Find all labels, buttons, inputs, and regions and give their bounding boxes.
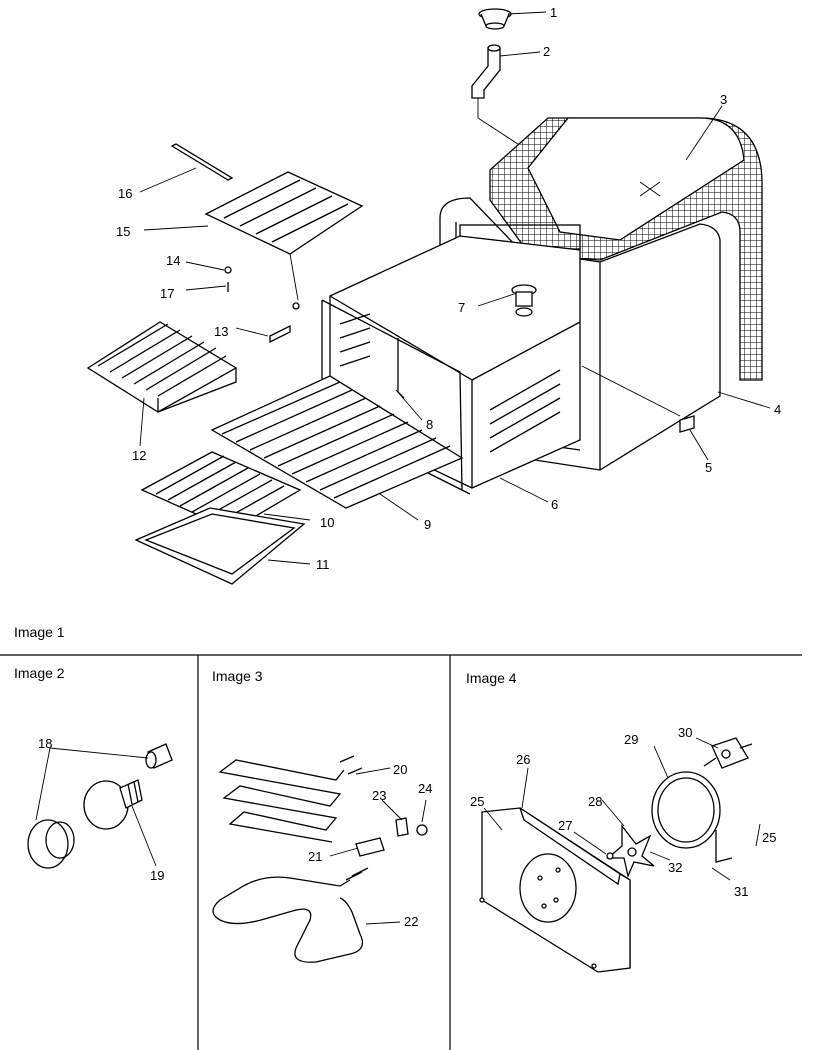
- drip-tray: [204, 171, 364, 310]
- panel-label-image4: Image 4: [466, 670, 517, 686]
- fan-screw: [606, 852, 614, 860]
- callout-18: 18: [38, 736, 52, 751]
- screw-14: [224, 266, 232, 274]
- oven-rack: [210, 375, 464, 509]
- vent-fitting: [511, 284, 537, 317]
- vent-cap: [478, 8, 512, 30]
- bake-element: [212, 867, 369, 963]
- callout-30: 30: [678, 725, 692, 740]
- callout-25-left: 25: [470, 794, 484, 809]
- side-rack: [86, 321, 238, 413]
- callout-leaders-image1: [139, 11, 771, 565]
- callout-2: 2: [543, 44, 550, 59]
- callout-15: 15: [116, 224, 130, 239]
- lamp-bulb: [83, 779, 143, 830]
- callout-leaders-image2: [35, 747, 157, 867]
- callout-26: 26: [516, 752, 530, 767]
- callout-8: 8: [426, 417, 433, 432]
- callout-1: 1: [550, 5, 557, 20]
- callout-12: 12: [132, 448, 146, 463]
- lamp-lens-cover: [27, 819, 75, 869]
- callout-27: 27: [558, 818, 572, 833]
- callout-25-right: 25: [762, 830, 776, 845]
- element-nut: [416, 824, 428, 836]
- terminal-block: [355, 837, 385, 857]
- callout-21: 21: [308, 849, 322, 864]
- fan-back-panel: [479, 807, 631, 973]
- callout-23: 23: [372, 788, 386, 803]
- broil-element: [218, 755, 363, 843]
- callout-5: 5: [705, 460, 712, 475]
- callout-17: 17: [160, 286, 174, 301]
- panel-label-image1: Image 1: [14, 624, 65, 640]
- callout-leaders-image3: [329, 767, 427, 925]
- fan-motor: [703, 737, 753, 769]
- callout-32: 32: [668, 860, 682, 875]
- callout-20: 20: [393, 762, 407, 777]
- callout-29: 29: [624, 732, 638, 747]
- callout-10: 10: [320, 515, 334, 530]
- sensor-bracket: [581, 365, 695, 433]
- panel-label-image3: Image 3: [212, 668, 263, 684]
- callout-16: 16: [118, 186, 132, 201]
- lamp-socket-sleeve: [145, 743, 173, 769]
- broil-pan: [134, 507, 306, 585]
- tray-handle: [170, 143, 234, 181]
- vent-tube: [471, 44, 501, 99]
- panel-label-image2: Image 2: [14, 665, 65, 681]
- callout-14: 14: [166, 253, 180, 268]
- element-bracket: [395, 817, 409, 837]
- callout-3: 3: [720, 92, 727, 107]
- callout-24: 24: [418, 781, 432, 796]
- callout-28: 28: [588, 794, 602, 809]
- fan-blade: [606, 824, 655, 879]
- callout-9: 9: [424, 517, 431, 532]
- callout-leaders-image4: [483, 737, 761, 881]
- callout-6: 6: [551, 497, 558, 512]
- fan-heating-ring: [651, 771, 733, 863]
- callout-11: 11: [316, 557, 330, 572]
- callout-31: 31: [734, 884, 748, 899]
- callout-19: 19: [150, 868, 164, 883]
- callout-4: 4: [774, 402, 781, 417]
- callout-13: 13: [214, 324, 228, 339]
- hinge-bracket: [269, 324, 291, 344]
- callout-7: 7: [458, 300, 465, 315]
- callout-22: 22: [404, 914, 418, 929]
